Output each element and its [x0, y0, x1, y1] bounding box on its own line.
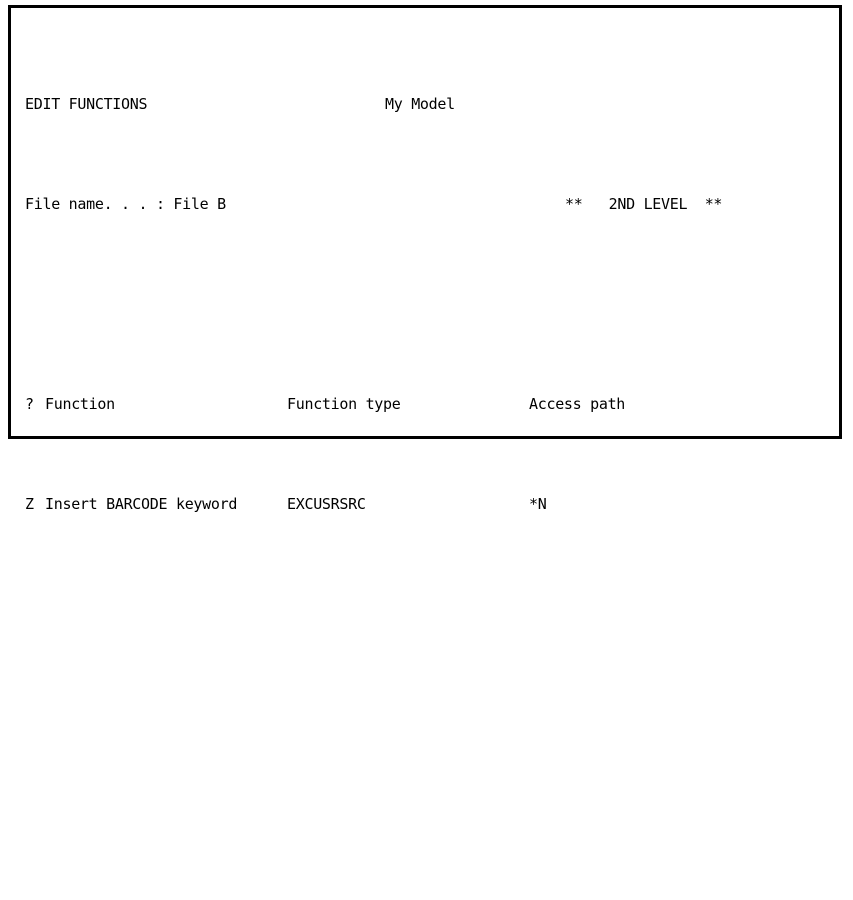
file-row: File name. . . : File B ** 2ND LEVEL ** [11, 194, 839, 214]
model-name: My Model [385, 95, 455, 113]
page-title: EDIT FUNCTIONS [25, 95, 148, 113]
empty-list-line: . [11, 594, 839, 614]
row-function-type: EXCUSRSRC [287, 495, 366, 513]
column-header-function-type: Function type [287, 395, 401, 413]
file-name-label: File name. . . : File B [25, 195, 226, 213]
column-header-row: ? Function Function type Access path [11, 394, 839, 414]
column-header-option: ? [25, 395, 34, 413]
terminal-screen-frame: EDIT FUNCTIONS My Model File name. . . : … [8, 5, 842, 513]
spacer-line: . [11, 294, 839, 314]
row-option-input[interactable]: Z [25, 495, 34, 513]
column-header-function: Function [45, 395, 115, 413]
table-row[interactable]: Z Insert BARCODE keyword EXCUSRSRC *N [11, 494, 839, 514]
header-row: EDIT FUNCTIONS My Model [11, 94, 839, 114]
row-function-name[interactable]: Insert BARCODE keyword [45, 495, 238, 513]
empty-list-line: . [11, 714, 839, 734]
empty-list-line: . [11, 774, 839, 794]
row-access-path: *N [529, 495, 547, 513]
empty-list-line: . [11, 894, 839, 900]
empty-list-line: . [11, 654, 839, 674]
column-header-access-path: Access path [529, 395, 626, 413]
second-level-indicator: ** 2ND LEVEL ** [565, 195, 723, 213]
empty-list-line: . [11, 834, 839, 854]
terminal-text-area: EDIT FUNCTIONS My Model File name. . . : … [11, 8, 839, 513]
